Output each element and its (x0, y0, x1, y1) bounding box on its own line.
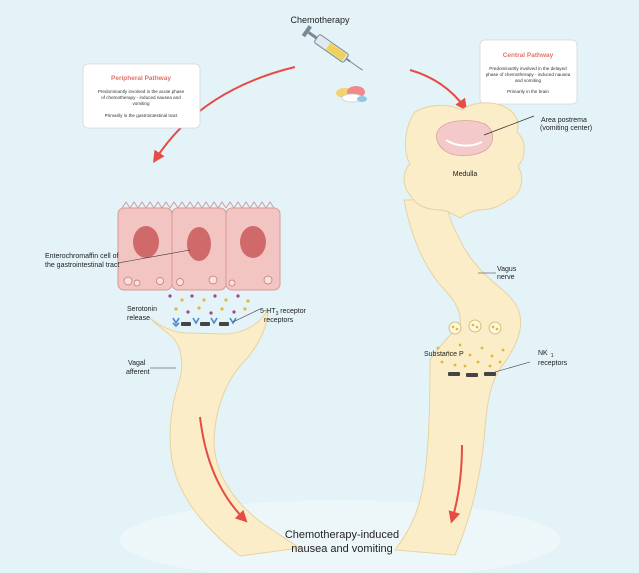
substance-p-vesicles (449, 320, 501, 334)
central-desc-3: and vomiting (515, 78, 541, 83)
area-postrema-label: Area postrema (541, 117, 587, 124)
central-location: Primarily in the brain (507, 89, 549, 94)
peripheral-title: Peripheral Pathway (111, 75, 171, 82)
central-desc-2: phase of chemotherapy - induced nausea (486, 72, 571, 77)
gi-tract-label: the gastrointestinal tract (45, 262, 119, 269)
vomiting-center-label: (vomiting center) (540, 125, 592, 132)
medulla-shape (404, 103, 524, 218)
medulla-label: Medulla (453, 171, 478, 178)
outcome-line-2: nausea and vomiting (291, 543, 393, 555)
nk1-receptors-label: receptors (538, 360, 568, 367)
central-desc-1: Predominantly involved in the delayed (489, 66, 567, 71)
vagus-label: Vagus (497, 266, 517, 273)
central-pathway-box: Central Pathway Predominantly involved i… (480, 40, 577, 104)
enterochromaffin-cells (118, 202, 280, 290)
enterochromaffin-label: Enterochromaffin cell of (45, 253, 118, 260)
peripheral-pathway-box: Peripheral Pathway Predominantly involve… (83, 64, 200, 128)
afferent-label: afferent (126, 369, 150, 376)
serotonin-label: Serotonin (127, 306, 157, 313)
chemotherapy-title: Chemotherapy (290, 15, 350, 25)
area-postrema-shape (437, 121, 493, 156)
peripheral-desc-1: Predominantly involved in the acute phas… (98, 89, 185, 94)
peripheral-location: Primarily in the gastrointestinal tract (105, 113, 178, 118)
substance-p-label: Substance P (424, 351, 464, 358)
peripheral-desc-3: vomiting (132, 101, 150, 106)
outcome-line-1: Chemotherapy-induced (285, 529, 399, 541)
nerve-label: nerve (497, 274, 515, 281)
peripheral-desc-2: of chemotherapy - induced nausea and (101, 95, 181, 100)
release-label: release (127, 315, 150, 322)
5ht3-receptors-label: receptors (264, 317, 294, 324)
central-title: Central Pathway (503, 52, 554, 59)
vagal-label: Vagal (128, 360, 146, 367)
